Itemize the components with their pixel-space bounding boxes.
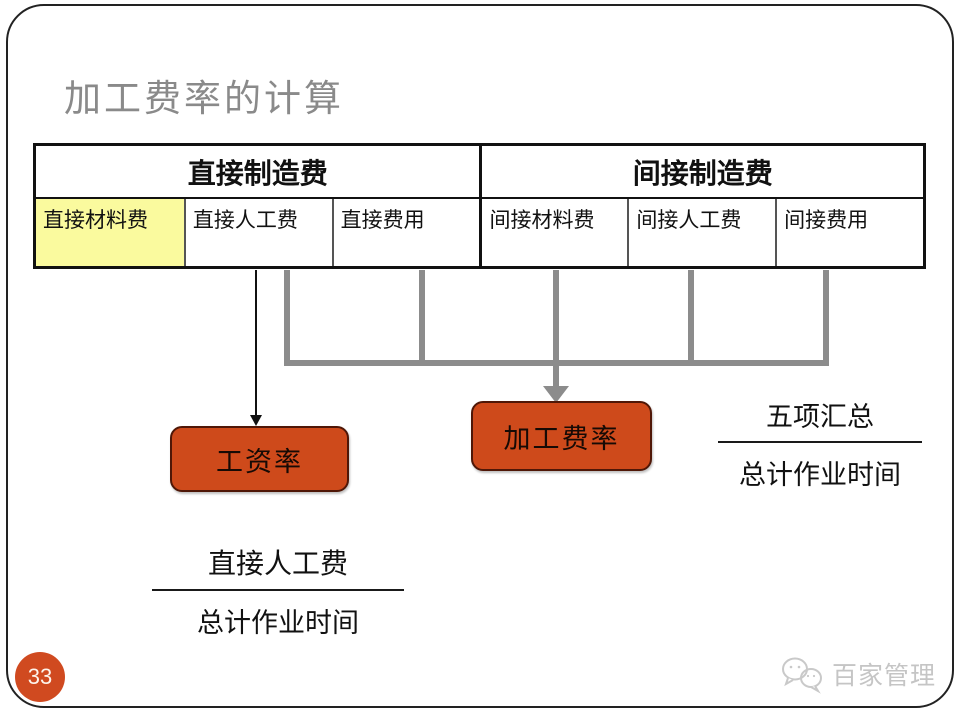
table-cell-direct-material: 直接材料费 — [36, 199, 184, 266]
brand-name: 百家管理 — [832, 663, 937, 690]
direct-labor-arrow-line — [255, 270, 257, 416]
processing-rate-formula: 五项汇总 总计作业时间 — [718, 395, 922, 492]
table-cell-indirect-expense: 间接费用 — [775, 199, 923, 266]
cost-table: 直接制造费 间接制造费 直接材料费 直接人工费 直接费用 间接材料费 间接人工费… — [33, 143, 926, 269]
wage-rate-numerator: 直接人工费 — [207, 549, 348, 580]
processing-rate-numerator: 五项汇总 — [766, 402, 874, 432]
processing-rate-label: 加工费率 — [503, 423, 620, 454]
table-header-direct: 直接制造费 — [36, 146, 480, 199]
page-title: 加工费率的计算 — [64, 79, 344, 120]
bracket-drop-line-1 — [284, 270, 290, 366]
slide-border — [6, 4, 954, 708]
processing-rate-denominator: 总计作业时间 — [739, 460, 901, 490]
bracket-horizontal-bar — [284, 360, 829, 366]
brand-watermark: 百家管理 — [780, 654, 936, 694]
wage-rate-denominator: 总计作业时间 — [197, 608, 359, 638]
bracket-center-stem — [553, 270, 559, 386]
table-cell-direct-labor: 直接人工费 — [183, 199, 332, 266]
fraction-bar — [718, 441, 922, 443]
wage-rate-label: 工资率 — [216, 446, 303, 477]
processing-rate-box: 加工费率 — [471, 401, 652, 471]
page-number-badge: 33 — [15, 652, 65, 702]
wage-rate-box: 工资率 — [170, 426, 349, 492]
black-down-arrow-icon — [250, 415, 262, 426]
table-cell-indirect-labor: 间接人工费 — [627, 199, 775, 266]
page-number: 33 — [27, 664, 53, 689]
gray-down-arrow-icon — [543, 386, 569, 403]
bracket-drop-line-5 — [823, 270, 829, 366]
table-cell-direct-expense: 直接费用 — [331, 199, 480, 266]
bracket-drop-line-2 — [419, 270, 425, 366]
bracket-drop-line-4 — [688, 270, 694, 366]
fraction-bar — [152, 589, 404, 591]
wage-rate-formula: 直接人工费 总计作业时间 — [152, 542, 404, 640]
wechat-chat-bubbles-icon — [780, 654, 826, 694]
table-header-indirect: 间接制造费 — [479, 146, 923, 199]
table-cell-indirect-material: 间接材料费 — [479, 199, 627, 266]
